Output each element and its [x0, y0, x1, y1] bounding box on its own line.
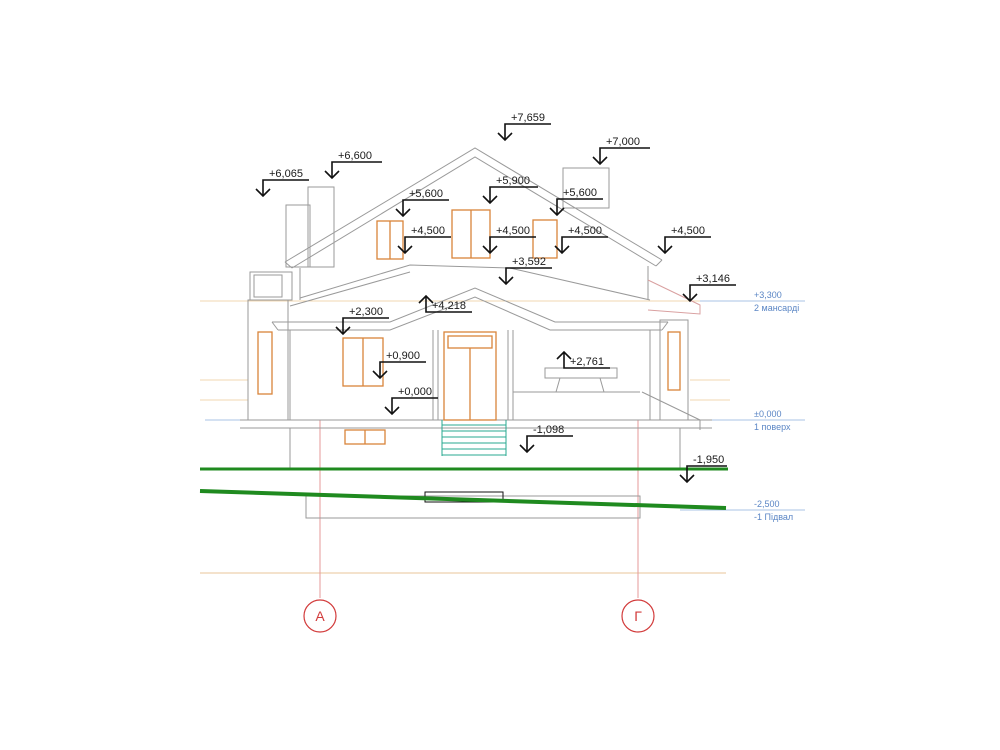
elevation-label: -1,098: [533, 424, 564, 436]
elevation-marker-elev-4500-4: +4,500: [657, 225, 711, 255]
axis-g-label: Г: [634, 608, 642, 624]
elevation-marker-elev-3592: +3,592: [498, 256, 552, 286]
grid-axes: [319, 420, 639, 598]
level-annotations: +3,300 2 мансарді ±0,000 1 поверх -2,500…: [754, 290, 799, 522]
elevation-label: +2,300: [349, 306, 383, 318]
elevation-label: +6,065: [269, 168, 303, 180]
elevation-marker-elev-5600-left: +5,600: [395, 188, 449, 218]
elevation-marker-elev-1950: -1,950: [679, 454, 727, 484]
level-ground-name: 1 поверх: [754, 422, 791, 432]
windows: [257, 209, 681, 445]
elevation-label: +5,900: [496, 175, 530, 187]
elevation-markers: +7,659 +7,000 +6,600 +6,065 +5,600 +5,900 +5,6…: [255, 112, 736, 484]
elevation-label: +5,600: [409, 188, 443, 200]
elevation-marker-elev-1098: -1,098: [519, 424, 573, 454]
elevation-marker-elev-5900: +5,900: [482, 175, 538, 205]
level-mansard-value: +3,300: [754, 290, 782, 300]
elevation-marker-elev-7659: +7,659: [497, 112, 551, 142]
elevation-marker-elev-2300: +2,300: [335, 306, 389, 336]
ground-lines: [199, 467, 728, 510]
elevation-marker-elev-5600-right: +5,600: [549, 187, 603, 217]
elevation-label: -1,950: [693, 454, 724, 466]
window-side-right: [667, 331, 681, 391]
elevation-label: +2,761: [570, 356, 604, 368]
elevation-marker-elev-4500-3: +4,500: [554, 225, 608, 255]
elevation-label: +0,000: [398, 386, 432, 398]
elevation-label: +4,500: [671, 225, 705, 237]
elevation-marker-elev-0900: +0,900: [372, 350, 426, 380]
elevation-label: +4,500: [411, 225, 445, 237]
elevation-label: +4,500: [496, 225, 530, 237]
house-outline: [240, 147, 712, 519]
porch-steps: [441, 420, 507, 456]
elevation-label: +6,600: [338, 150, 372, 162]
elevation-marker-elev-4500-2: +4,500: [482, 225, 536, 255]
elevation-marker-elev-3146: +3,146: [682, 273, 736, 303]
level-ground-value: ±0,000: [754, 409, 781, 419]
level-lines: [205, 300, 805, 511]
axis-g-bubble: [621, 599, 655, 633]
elevation-label: +3,592: [512, 256, 546, 268]
level-mansard-name: 2 мансарді: [754, 303, 799, 313]
axis-a-label: А: [315, 608, 325, 624]
elevation-label: +7,000: [606, 136, 640, 148]
elevation-label: +7,659: [511, 112, 545, 124]
elevation-label: +5,600: [563, 187, 597, 199]
level-basement-name: -1 Підвал: [754, 512, 793, 522]
elevation-marker-elev-4500-1: +4,500: [397, 225, 451, 255]
elevation-label: +0,900: [386, 350, 420, 362]
window-attic-right: [532, 219, 558, 259]
axis-a-bubble: [303, 599, 337, 633]
elevation-marker-elev-2761: +2,761: [556, 350, 610, 369]
level-basement-value: -2,500: [754, 499, 780, 509]
window-side-left: [257, 331, 273, 395]
elevation-label: +4,500: [568, 225, 602, 237]
elevation-label: +3,146: [696, 273, 730, 285]
elevation-marker-elev-7000: +7,000: [592, 136, 650, 166]
axis-bubbles: А Г: [303, 599, 655, 633]
elevation-marker-elev-0000: +0,000: [384, 386, 438, 416]
elevation-label: +4,218: [432, 300, 466, 312]
elevation-marker-elev-6065: +6,065: [255, 168, 309, 198]
elevation-marker-elev-4218: +4,218: [418, 294, 472, 313]
elevation-marker-elev-6600: +6,600: [324, 150, 382, 180]
